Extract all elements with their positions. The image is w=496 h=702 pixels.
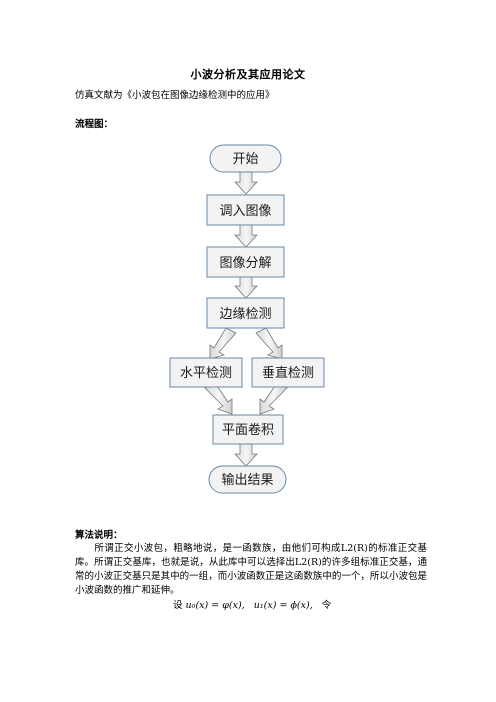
flow-node-convolve: 平面卷积 bbox=[212, 414, 284, 445]
formula-prefix: 设 bbox=[173, 600, 183, 611]
flow-node-output: 输出结果 bbox=[208, 465, 287, 494]
flow-arrow-edge-to-horizontal bbox=[209, 327, 237, 360]
flow-node-output-label: 输出结果 bbox=[221, 472, 273, 488]
flow-node-vertical: 垂直检测 bbox=[251, 357, 325, 388]
formula-line: 设 u₀(x) = φ(x), u₁(x) = ϕ(x), 令 bbox=[173, 597, 331, 611]
flow-node-edge-detect-label: 边缘检测 bbox=[219, 307, 271, 322]
flowchart-heading: 流程图： bbox=[75, 119, 114, 130]
flow-node-decompose: 图像分解 bbox=[206, 246, 285, 278]
formula-suffix: 令 bbox=[321, 600, 332, 611]
flow-node-convolve-label: 平面卷积 bbox=[222, 422, 274, 438]
algorithm-body: 所谓正交小波包，粗略地说，是一函数族，由他们可构成L2(R)的标准正交基库。所谓… bbox=[75, 543, 427, 596]
flow-node-edge-detect: 边缘检测 bbox=[206, 297, 285, 329]
flow-node-vertical-label: 垂直检测 bbox=[262, 366, 314, 381]
flow-node-horizontal: 水平检测 bbox=[169, 357, 243, 388]
flow-arrow-decompose-to-edge bbox=[234, 276, 258, 299]
flow-node-start-label: 开始 bbox=[232, 152, 258, 167]
flow-arrow-horizontal-to-convolve bbox=[204, 382, 233, 415]
flow-arrow-start-to-load bbox=[234, 170, 258, 195]
formula-u0: u₀(x) = φ(x), bbox=[185, 600, 245, 611]
flow-node-load-image: 调入图像 bbox=[206, 194, 285, 226]
algorithm-heading: 算法说明： bbox=[75, 530, 123, 541]
algorithm-paragraph: 所谓正交小波包，粗略地说，是一函数族，由他们可构成L2(R)的标准正交基库。所谓… bbox=[75, 542, 427, 598]
flow-arrow-vertical-to-convolve bbox=[259, 382, 288, 415]
document-subtitle: 仿真文献为《小波包在图像边缘检测中的应用》 bbox=[75, 90, 275, 101]
flow-node-horizontal-label: 水平检测 bbox=[180, 366, 232, 381]
flow-arrow-load-to-decompose bbox=[234, 224, 258, 248]
flow-node-start: 开始 bbox=[209, 144, 282, 173]
flow-node-load-image-label: 调入图像 bbox=[219, 204, 271, 219]
flow-arrow-edge-to-vertical bbox=[255, 327, 283, 360]
document-title: 小波分析及其应用论文 bbox=[190, 68, 306, 81]
flow-node-decompose-label: 图像分解 bbox=[219, 256, 271, 271]
formula-u1: u₁(x) = ϕ(x), bbox=[253, 600, 313, 611]
flowchart: 开始 调入图像 图像分解 边缘检测 水平检测 垂直检测 平面卷积 输出结果 bbox=[169, 144, 325, 494]
flow-arrow-convolve-to-output bbox=[234, 443, 258, 467]
